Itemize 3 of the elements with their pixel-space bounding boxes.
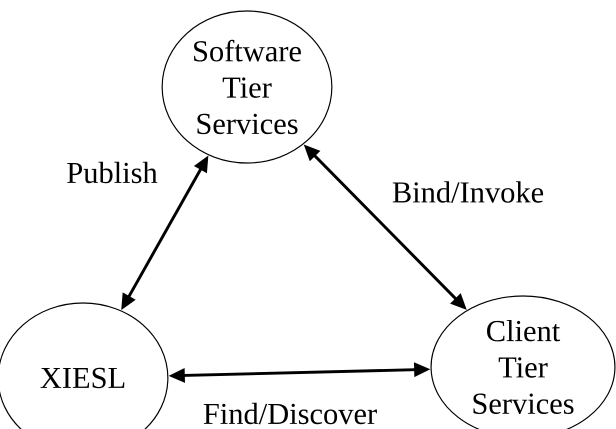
edge-label: Bind/Invoke bbox=[390, 180, 546, 204]
edge-label: Publish bbox=[65, 160, 159, 184]
edge-label: Find/Discover bbox=[202, 402, 378, 426]
